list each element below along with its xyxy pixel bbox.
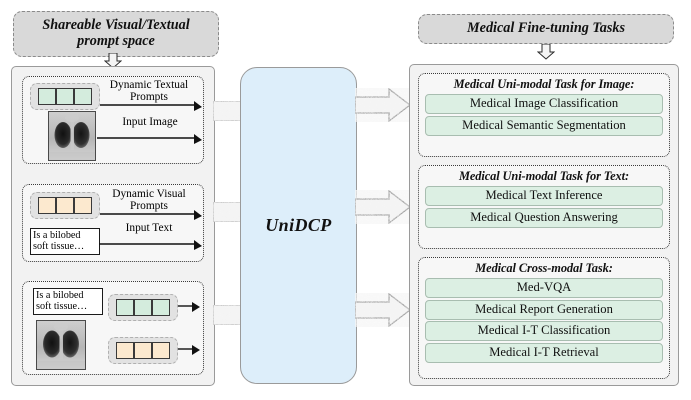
flow-label-input-image: Input Image [107,116,193,129]
prompt-token [56,88,74,105]
task-item-med-vqa[interactable]: Med-VQA [425,278,663,298]
right-tasks-panel: Medical Uni-modal Task for Image: Medica… [409,64,679,386]
prompt-token [152,299,170,316]
connector-crossmodal-to-model [213,305,241,325]
prompt-token [38,88,56,105]
arrow-model-to-crossmodal-tasks [355,293,411,327]
snippet-line1: Is a bilobed [33,230,81,241]
flow-label-line1: Dynamic Textual [109,79,189,91]
snippet-line2: soft tissue… [33,241,85,253]
token-row-orange [38,197,92,214]
task-group-heading: Medical Uni-modal Task for Text: [458,169,630,183]
arrow-cross-modal-green [178,302,200,312]
prompt-token [134,299,152,316]
task-group-cross-modal: Medical Cross-modal Task: Med-VQA Medica… [418,257,670,379]
task-group-heading: Medical Cross-modal Task: [475,261,613,275]
task-item-medical-image-classification[interactable]: Medical Image Classification [425,94,663,114]
arrow-input-text [99,240,202,250]
token-row-green [38,88,92,105]
cross-modal-orange-tokens[interactable] [108,337,178,364]
arrow-down-right-icon [537,44,555,60]
flow-label-input-text: Input Text [108,222,190,235]
connector-image-to-model [213,101,241,121]
arrow-dynamic-textual-prompts [100,101,202,111]
prompt-token [38,197,56,214]
task-item-medical-text-inference[interactable]: Medical Text Inference [425,186,663,206]
cross-modal-green-tokens[interactable] [108,294,178,321]
task-group-uni-modal-text: Medical Uni-modal Task for Text: Medical… [418,165,670,249]
prompt-token [74,197,92,214]
task-group-uni-modal-image: Medical Uni-modal Task for Image: Medica… [418,73,670,157]
chest-xray-graphic [49,112,95,160]
arrow-dynamic-visual-prompts [100,210,202,220]
banner-left-line1: Shareable Visual/Textual [42,17,190,34]
token-row-orange [116,342,170,359]
dynamic-visual-prompt-tokens[interactable] [30,192,100,219]
prompt-token [74,88,92,105]
snippet-line1: Is a bilobed [36,290,84,301]
flow-label-line2: Prompts [130,90,168,103]
banner-left-text: Shareable Visual/Textual prompt space [42,17,190,50]
arrow-model-to-image-tasks [355,88,411,122]
task-group-heading: Medical Uni-modal Task for Image: [453,77,635,91]
model-name-label: UniDCP [265,215,332,235]
token-row-green [116,299,170,316]
snippet-line2: soft tissue… [36,301,88,313]
connector-text-to-model [213,202,241,222]
flow-label-dynamic-textual-prompts: Dynamic Textual Prompts [101,79,197,104]
arrow-model-to-text-tasks [355,190,411,224]
banner-right-text: Medical Fine-tuning Tasks [467,20,625,37]
banner-medical-finetuning-tasks: Medical Fine-tuning Tasks [418,14,674,44]
banner-shareable-prompt-space: Shareable Visual/Textual prompt space [13,11,219,57]
prompt-token [116,342,134,359]
arrow-cross-modal-orange [178,345,200,355]
input-image-chest-xray [48,111,96,161]
banner-left-line2: prompt space [77,33,155,49]
task-item-medical-report-generation[interactable]: Medical Report Generation [425,299,663,320]
task-item-medical-it-retrieval[interactable]: Medical I-T Retrieval [425,342,663,363]
cross-modal-image-chest-xray [36,320,86,370]
input-group-uni-modal-image: Dynamic Textual Prompts Input Image [22,76,204,164]
flow-label-line1: Input Text [125,222,173,234]
prompt-token [56,197,74,214]
prompt-token [152,342,170,359]
input-group-uni-modal-text: Dynamic Visual Prompts Is a bilobed soft… [22,184,204,262]
task-item-medical-semantic-segmentation[interactable]: Medical Semantic Segmentation [425,115,663,136]
task-item-medical-it-classification[interactable]: Medical I-T Classification [425,321,663,341]
flow-label-line1: Dynamic Visual [112,188,186,200]
prompt-token [134,342,152,359]
dynamic-textual-prompt-tokens[interactable] [30,83,100,110]
input-group-cross-modal: Is a bilobed soft tissue… [22,281,204,375]
prompt-token [116,299,134,316]
arrow-down-left-icon [104,53,122,69]
flow-label-line2: Prompts [130,199,168,212]
flow-label-dynamic-visual-prompts: Dynamic Visual Prompts [102,188,196,213]
arrow-input-image [97,134,202,144]
task-item-medical-question-answering[interactable]: Medical Question Answering [425,207,663,228]
cross-modal-text-snippet: Is a bilobed soft tissue… [33,288,103,315]
flow-label-line1: Input Image [122,116,178,128]
left-input-panel: Dynamic Textual Prompts Input Image [11,66,215,386]
input-text-snippet: Is a bilobed soft tissue… [30,228,100,255]
model-box-unidcp[interactable]: UniDCP [240,67,357,384]
chest-xray-graphic [37,321,85,369]
